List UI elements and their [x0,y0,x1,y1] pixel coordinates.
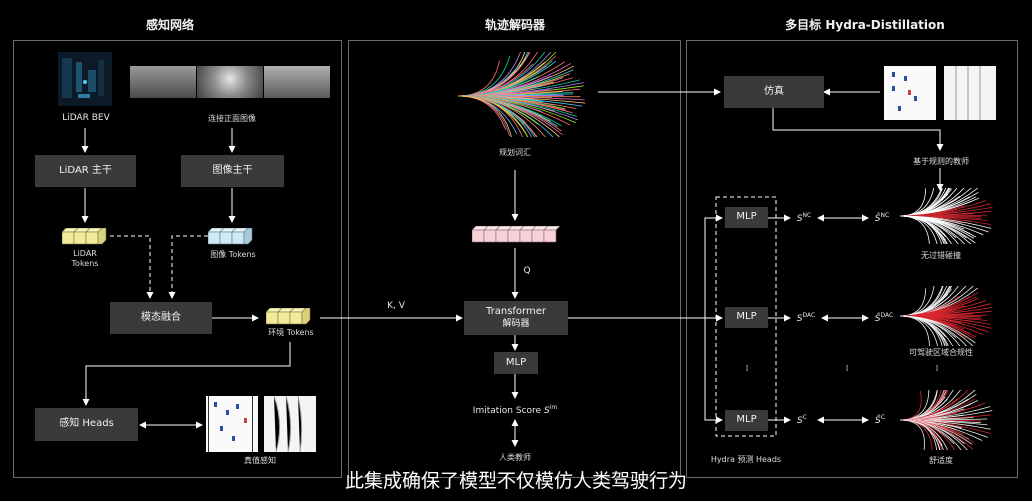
image-backbone-box: 图像主干 [181,155,284,187]
lidar-bev-image [58,52,112,106]
score-dac-symbol: S [796,314,803,324]
hydra-mlp-nc: MLP [725,207,768,228]
decoder-panel [348,40,681,478]
fusion-box: 模态融合 [110,302,212,334]
gt-perception-map-left [206,396,258,452]
nc-caption: 无过错碰撞 [921,251,961,260]
score-c-sup: C [802,414,807,421]
transformer-line2: 解码器 [502,318,530,329]
imitation-score-label: Imitation Score Sim [456,404,574,416]
c-trajectory-fan [896,372,996,467]
vocab-trajectory [457,95,514,144]
rule-teacher-label: 基于规则的教师 [913,157,969,166]
query-token-row [471,225,564,248]
gt-perception-map-right [264,396,316,452]
nc-trajectory [899,215,930,248]
c-trajectory [899,419,925,454]
perception-panel [13,40,342,478]
decoder-section-title: 轨迹解码器 [484,18,545,32]
score-dac-sup: DAC [802,312,816,319]
hydra-mlp-dac: MLP [725,307,768,328]
perception-heads-box: 感知 Heads [35,408,138,441]
front-camera-image-right [264,66,330,98]
hydra-heads-label: Hydra 预测 Heads [710,455,782,464]
score-hat-c-symbol: Ŝ [875,416,881,426]
kv-label: K, V [387,301,405,311]
transformer-decoder-box: Transformer 解码器 [464,301,568,335]
score-hat-dac-sup: DAC [880,312,894,319]
q-label: Q [523,266,531,276]
score-nc: SNC [790,212,818,224]
decoder-mlp-box: MLP [494,352,538,374]
nc-fan-svg [899,170,993,261]
hydra-panel [686,40,1018,478]
query-token-cubes [471,225,561,243]
dac-caption: 可驾驶区域合规性 [909,348,973,357]
score-hat-nc: ŜNC [868,212,896,224]
video-subtitle: 此集成确保了模型不仅模仿人类驾驶行为 [344,470,687,492]
env-token-cubes [265,307,311,325]
ellipsis-score: ⁞ [845,364,849,374]
dac-fan-svg [899,270,993,361]
front-camera-image-left [130,66,196,98]
lidar-bev-label: LiDAR BEV [62,113,110,123]
nc-trajectory-fan [896,170,996,261]
gt-perception-label: 真值感知 [244,456,276,465]
dac-trajectory [899,315,930,348]
lidar-token-stack [61,227,112,250]
simulation-map-left [884,66,936,120]
simulation-map-right [944,66,996,120]
env-token-stack [265,307,316,330]
query-token [495,229,509,243]
ellipsis-mlp: ⁞ [745,364,749,374]
c-caption: 舒适度 [929,456,953,465]
score-hat-c-sup: C [880,414,885,421]
query-token [483,229,497,243]
transformer-line1: Transformer [485,306,546,318]
c-fan-svg [899,372,993,467]
query-token [531,229,545,243]
hydra-section-title: 多目标 Hydra-Distillation [785,18,945,32]
score-c-symbol: S [797,416,803,426]
score-nc-sup: NC [802,212,812,219]
imitation-score-text: Imitation Score [472,406,542,416]
score-hat-dac-symbol: Ŝ [874,314,881,324]
score-hat-c: ŜC [868,414,892,426]
query-token [507,229,521,243]
lidar-backbone-box: LiDAR 主干 [35,155,136,187]
planning-vocabulary-fan [452,37,587,153]
score-c: SC [790,414,814,426]
image-token-stack [207,227,258,250]
lidar-tokens-label: LiDAR Tokens [71,249,99,268]
dac-trajectory-fan [896,270,996,361]
score-nc-symbol: S [796,214,803,224]
image-tokens-label: 图像 Tokens [210,250,256,259]
human-teacher-label: 人类教师 [499,453,531,462]
simulation-box: 仿真 [724,76,824,108]
query-token [471,229,485,243]
hydra-mlp-c: MLP [725,410,768,431]
front-images-label: 连接正面图像 [208,114,256,123]
score-hat-nc-sup: NC [880,212,890,219]
lidar-token-cubes [61,227,107,245]
env-tokens-label: 环境 Tokens [268,328,314,337]
ellipsis-fan: ⁞ [935,364,939,374]
score-dac: SDAC [790,312,822,324]
query-token [519,229,533,243]
vocab-label: 规划词汇 [499,148,531,157]
score-hat-nc-symbol: Ŝ [874,214,881,224]
perception-section-title: 感知网络 [145,18,194,32]
imitation-symbol: S [543,406,550,416]
image-token-cubes [207,227,253,245]
imitation-sup: im [549,404,558,411]
front-camera-image-center [197,66,263,98]
score-hat-dac: ŜDAC [868,312,900,324]
vocab-fan-svg [457,37,586,153]
query-token [543,229,557,243]
